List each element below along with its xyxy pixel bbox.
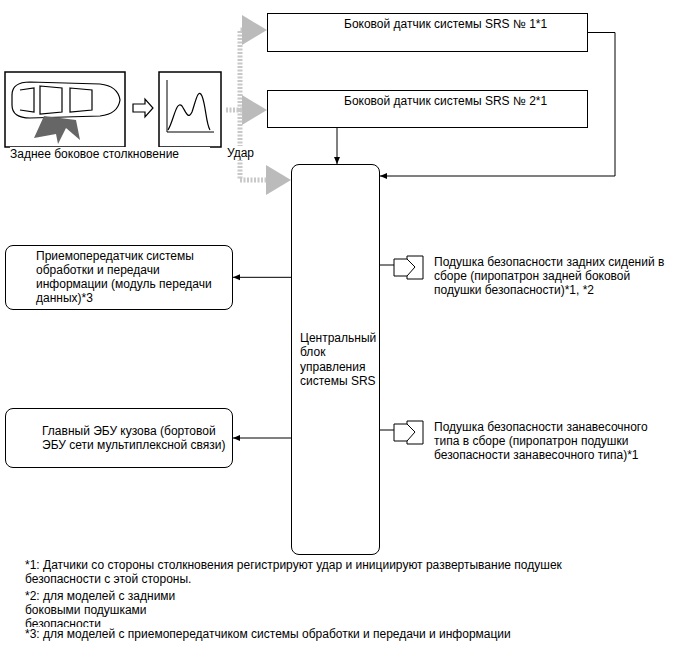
node-text: Приемопередатчик системы обработки и пер… [36,249,226,306]
airbag-squib: Подушка безопасности занавесочного типа … [393,420,678,480]
connector [380,430,394,431]
impact-label: Удар [227,146,267,160]
footnote: *3: для моделей с приемопередатчиком сис… [25,627,625,641]
footnote: *2: для моделей с задними боковыми подуш… [25,589,205,631]
node-text: Подушка безопасности задних сидений в сб… [434,255,674,297]
squib-symbol [393,255,425,281]
hollow-arrow [133,99,153,117]
node-text: Подушка безопасности занавесочного типа … [434,420,674,462]
node-text: Главный ЭБУ кузова (бортовой ЭБУ сети му… [42,424,226,452]
squib-symbol [393,420,425,446]
graph-axes [167,80,214,132]
graph-curve [168,93,210,130]
caption-label: Заднее боковое столкновение [10,147,210,161]
node-text: Боковой датчик системы SRS № 2*1 [344,94,579,108]
node-text: Центральный блок управления системы SRS [300,331,376,388]
ecu-box: Приемопередатчик системы обработки и пер… [5,245,233,310]
impact-mark [34,116,80,144]
control-unit: Центральный блок управления системы SRS [291,164,380,555]
connector [233,438,291,439]
connector [380,265,394,266]
graph-frame [159,72,221,147]
connector [233,277,291,278]
car-frame [5,72,125,147]
car-top-view [12,82,120,118]
airbag-squib: Подушка безопасности задних сидений в сб… [393,255,678,315]
sensor-box: Боковой датчик системы SRS № 2*1 [267,90,588,128]
ecu-box: Главный ЭБУ кузова (бортовой ЭБУ сети му… [5,408,233,468]
footnote: *1: Датчики со стороны столкновения реги… [25,558,615,586]
sensor-box: Боковой датчик системы SRS № 1*1 [267,13,588,52]
node-text: Боковой датчик системы SRS № 1*1 [344,17,579,31]
connector [337,128,338,164]
